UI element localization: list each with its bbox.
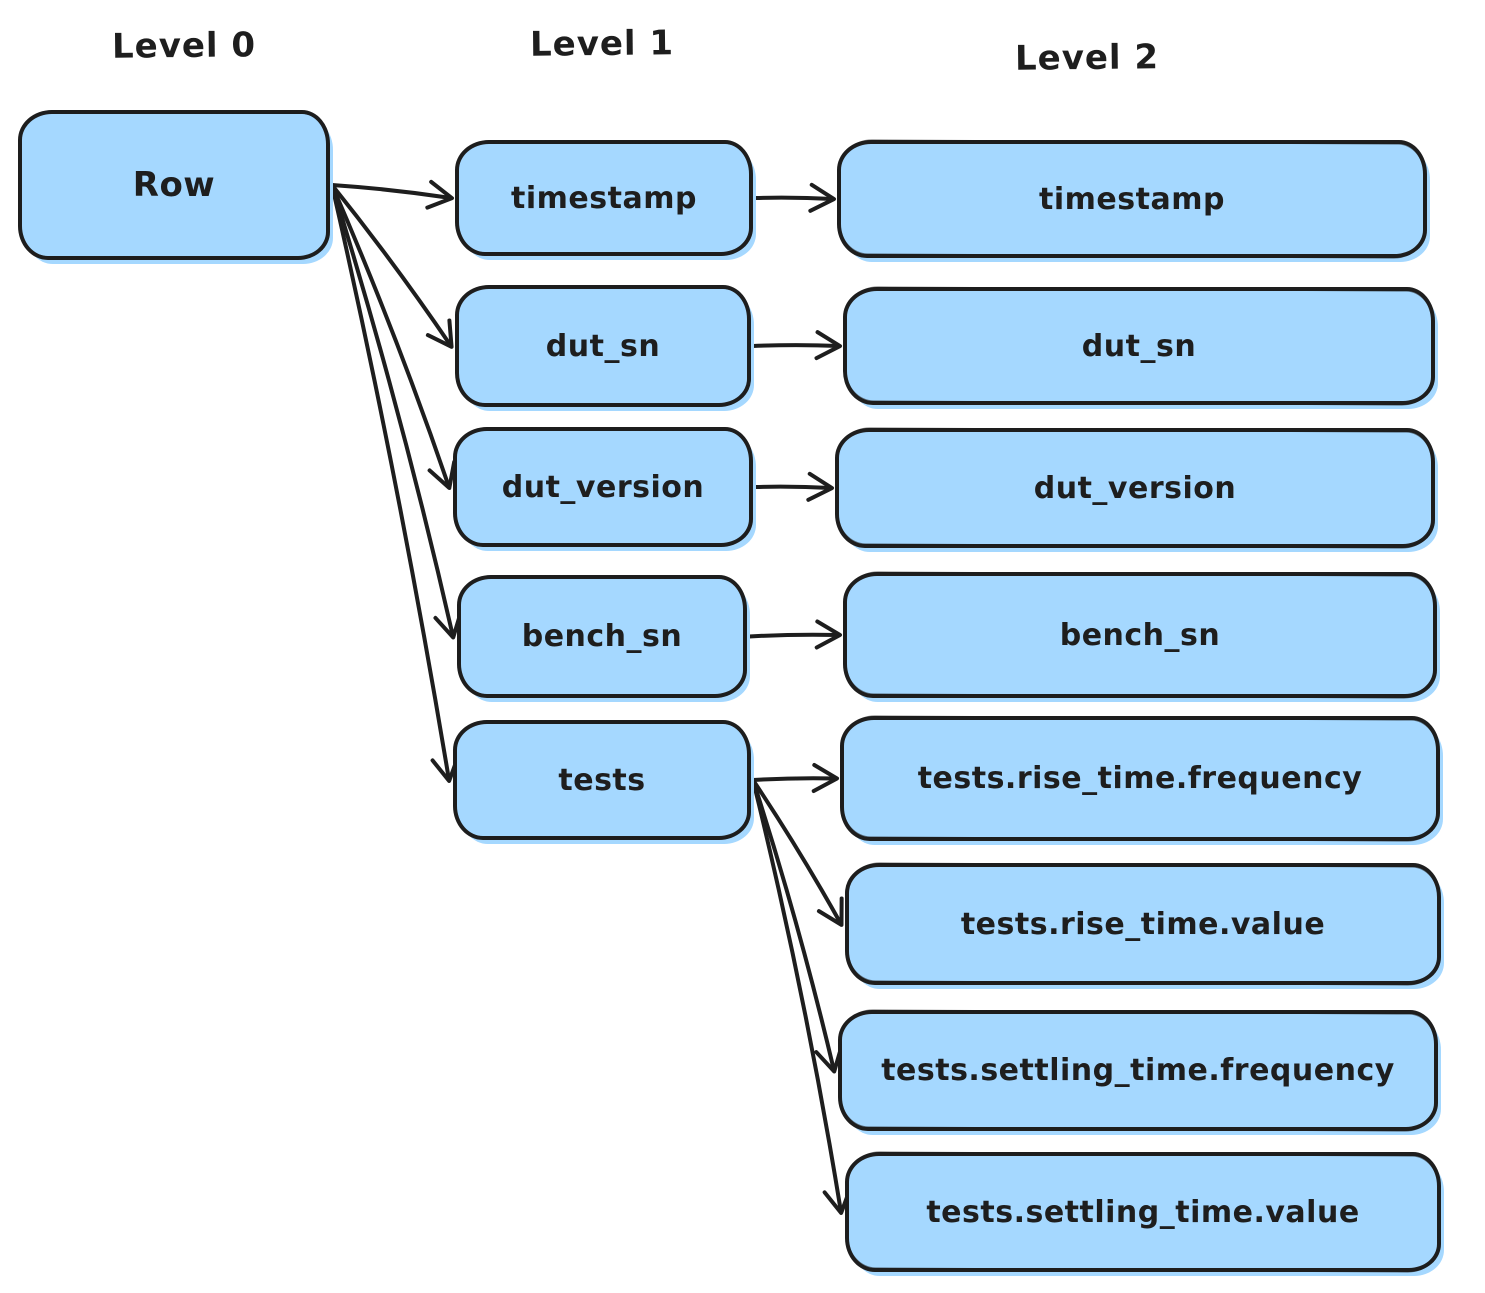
arrow-l1-tests-to-l2-rise-value — [751, 778, 844, 927]
arrow-l1-tests-to-l2-rise-frequency — [751, 763, 839, 794]
node-l2-settling-time-value: tests.settling_time.value — [845, 1152, 1441, 1272]
arrow-row-to-l1-timestamp — [330, 179, 454, 210]
node-l2-dut-version: dut_version — [835, 428, 1435, 548]
arrow-l1-dut_sn-to-l2-dut_sn — [751, 330, 842, 361]
arrow-row-to-l1-tests — [330, 183, 461, 783]
node-l1-tests: tests — [453, 720, 751, 840]
node-l2-timestamp: timestamp — [837, 140, 1427, 258]
node-l1-bench-sn: bench_sn — [457, 575, 747, 698]
node-l2-settling-time-frequency: tests.settling_time.frequency — [838, 1010, 1438, 1131]
node-l2-rise-time-value: tests.rise_time.value — [845, 863, 1441, 985]
arrow-row-to-l1-bench_sn — [330, 183, 463, 640]
arrow-l1-tests-to-l2-settling-frequency — [751, 778, 844, 1074]
node-l2-bench-sn: bench_sn — [843, 572, 1437, 698]
arrow-l1-bench_sn-to-l2-bench_sn — [747, 619, 842, 650]
node-l2-rise-time-frequency: tests.rise_time.frequency — [840, 716, 1440, 841]
arrow-row-to-l1-dut_sn — [330, 183, 454, 349]
column-header-level-0: Level 0 — [111, 25, 257, 67]
node-l2-dut-sn: dut_sn — [843, 287, 1435, 405]
node-l1-dut-sn: dut_sn — [455, 285, 751, 407]
arrow-l1-dut_version-to-l2-dut_version — [753, 471, 834, 502]
node-l1-timestamp: timestamp — [455, 140, 753, 256]
node-row: Row — [18, 110, 330, 260]
column-header-level-1: Level 1 — [529, 23, 675, 65]
arrow-l1-timestamp-to-l2-timestamp — [753, 182, 836, 213]
node-l1-dut-version: dut_version — [453, 427, 753, 547]
arrow-l1-tests-to-l2-settling-value — [751, 778, 853, 1215]
column-header-level-2: Level 2 — [1014, 37, 1160, 79]
arrow-row-to-l1-dut_version — [330, 183, 457, 490]
